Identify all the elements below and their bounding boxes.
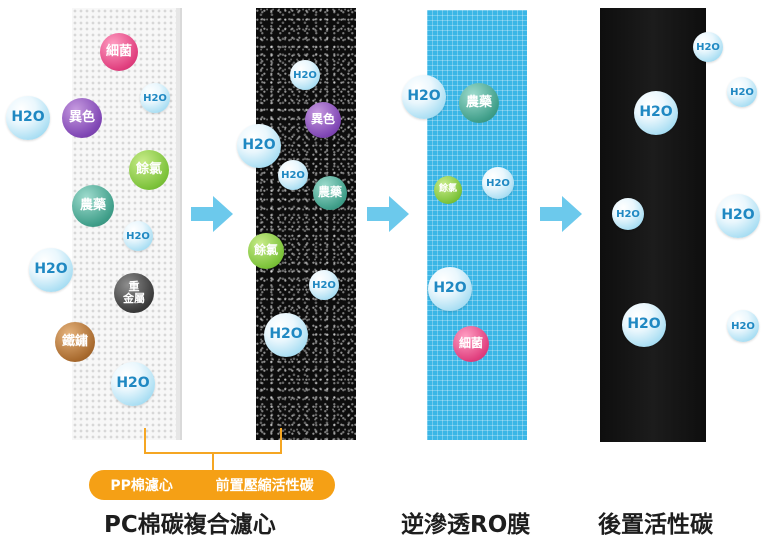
h2o-bubble: H2O	[140, 83, 170, 113]
h2o-bubble: H2O	[482, 167, 514, 199]
h2o-bubble: H2O	[716, 194, 760, 238]
h2o-bubble: H2O	[111, 362, 155, 406]
h2o-bubble: H2O	[727, 310, 759, 342]
pp-cotton-label: PP棉濾心	[110, 478, 173, 494]
h2o-bubble: H2O	[634, 91, 678, 135]
h2o-bubble: H2O	[622, 303, 666, 347]
pp-cotton-filter-panel	[72, 8, 180, 440]
bacteria-bubble: 細菌	[100, 33, 138, 71]
h2o-bubble: H2O	[727, 77, 757, 107]
h2o-bubble: H2O	[123, 221, 153, 251]
chlorine-bubble: 餘氯	[434, 176, 462, 204]
flow-arrow-icon	[191, 196, 233, 232]
stage1-caption: PC棉碳複合濾心	[104, 512, 276, 538]
flow-arrow-icon	[540, 196, 582, 232]
flow-arrow-icon	[367, 196, 409, 232]
stage3-caption: 逆滲透RO膜	[401, 512, 531, 538]
h2o-bubble: H2O	[278, 160, 308, 190]
h2o-bubble: H2O	[6, 96, 50, 140]
ro-membrane-panel	[427, 10, 527, 440]
color-bubble: 異色	[305, 102, 341, 138]
h2o-bubble: H2O	[237, 124, 281, 168]
h2o-bubble: H2O	[693, 32, 723, 62]
chlorine-bubble: 餘氯	[248, 233, 284, 269]
pre-carbon-label: 前置壓縮活性碳	[215, 478, 314, 494]
h2o-bubble: H2O	[612, 198, 644, 230]
h2o-bubble: H2O	[29, 248, 73, 292]
pesticide-bubble: 農藥	[72, 185, 114, 227]
color-bubble: 異色	[62, 98, 102, 138]
h2o-bubble: H2O	[264, 313, 308, 357]
rust-bubble: 鐵鏽	[55, 322, 95, 362]
chlorine-bubble: 餘氯	[129, 150, 169, 190]
pesticide-bubble: 農藥	[459, 83, 499, 123]
h2o-bubble: H2O	[428, 267, 472, 311]
stage-bracket	[144, 428, 282, 454]
pesticide-bubble: 農藥	[313, 176, 347, 210]
bacteria-bubble: 細菌	[453, 326, 489, 362]
h2o-bubble: H2O	[309, 270, 339, 300]
sub-filter-label-pill: PP棉濾心 前置壓縮活性碳	[89, 470, 335, 500]
carbon-filter-panel	[256, 8, 356, 440]
bracket-stem	[212, 452, 214, 470]
heavy-metal-bubble: 重 金屬	[114, 273, 154, 313]
h2o-bubble: H2O	[290, 60, 320, 90]
stage4-caption: 後置活性碳	[598, 512, 713, 538]
h2o-bubble: H2O	[402, 75, 446, 119]
